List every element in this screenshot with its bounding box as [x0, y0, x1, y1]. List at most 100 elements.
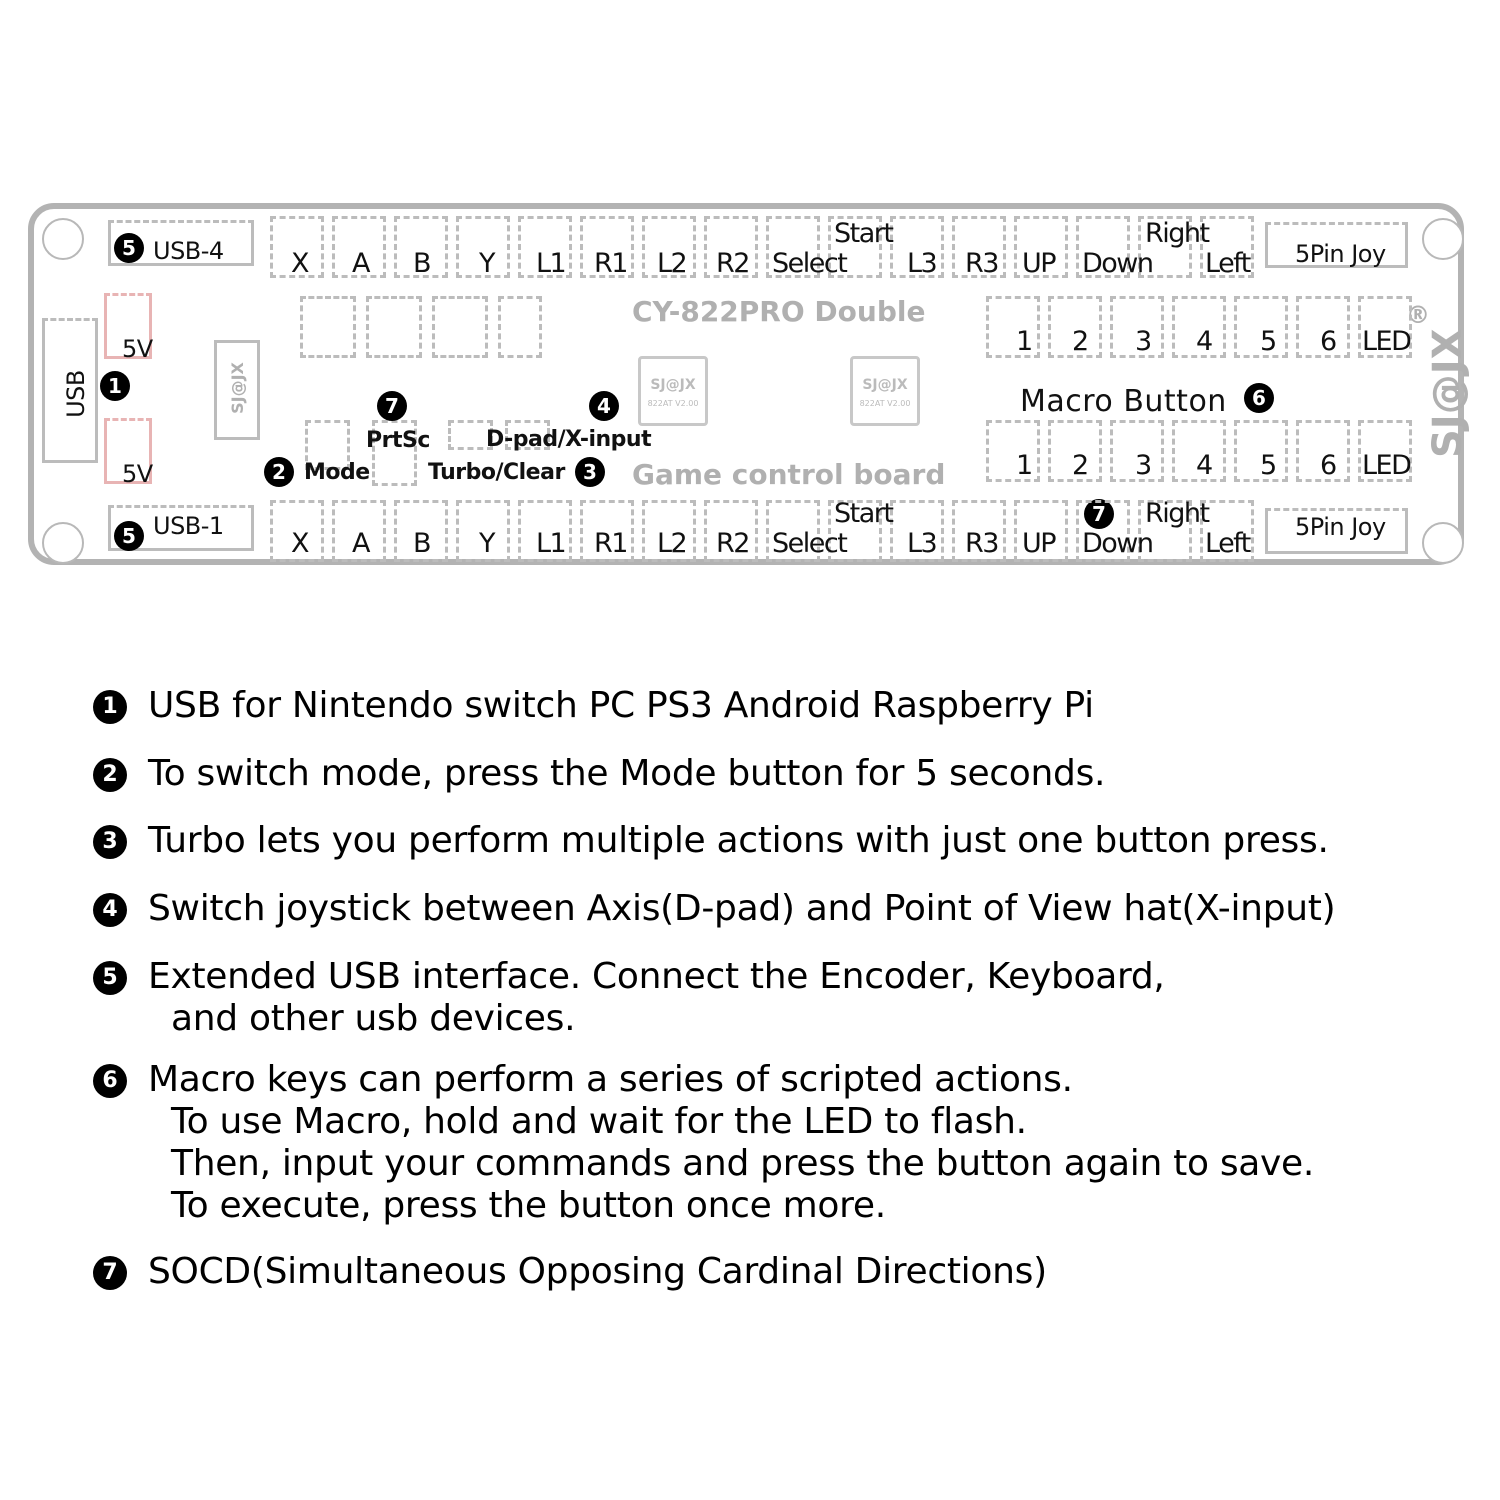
sjjx-logo-text: SJ@JX — [228, 362, 247, 414]
joy-label-top: 5Pin Joy — [1295, 240, 1386, 268]
button-label-bottom-r2: R2 — [716, 528, 750, 559]
legend-line: To switch mode, press the Mode button fo… — [148, 753, 1106, 794]
legend-number-6: 6 — [93, 1064, 127, 1098]
button-pad-top-y — [456, 216, 510, 278]
dpad-pad — [505, 420, 550, 450]
chip-right-brand: SJ@JX — [862, 377, 908, 393]
badge-7-bottom: 7 — [1084, 499, 1114, 529]
button-label-bottom-l2: L2 — [657, 528, 688, 559]
button-label-top-right: Right — [1145, 218, 1210, 249]
usb-main-label: USB — [62, 370, 90, 418]
aux-pad-1 — [300, 296, 356, 358]
usb-4-connector — [108, 220, 254, 266]
power-connector-bottom — [104, 418, 152, 484]
macro-pad-bottom-led — [1358, 420, 1412, 482]
joy-connector-top — [1265, 222, 1408, 268]
button-label-top-down: Down — [1082, 248, 1154, 279]
board-brand-vertical: SJ@JX — [1425, 328, 1471, 458]
button-label-bottom-l1: L1 — [536, 528, 567, 559]
legend-item-5: 5 Extended USB interface. Connect the En… — [93, 956, 1165, 1040]
legend-line: SOCD(Simultaneous Opposing Cardinal Dire… — [148, 1251, 1047, 1292]
mount-hole-bottom-right — [1422, 522, 1464, 564]
macro-title: Macro Button — [1020, 384, 1227, 419]
button-pad-top-r2 — [704, 216, 758, 278]
button-label-top-l3: L3 — [907, 248, 938, 279]
button-label-top-r3: R3 — [965, 248, 999, 279]
mount-hole-top-left — [42, 218, 84, 260]
button-pad-top-b — [394, 216, 448, 278]
legend-item-2: 2 To switch mode, press the Mode button … — [93, 753, 1105, 795]
button-label-top-l1: L1 — [536, 248, 567, 279]
pcb-board — [28, 203, 1464, 565]
macro-label-top-6: 6 — [1320, 326, 1337, 357]
joy-connector-bottom — [1265, 508, 1408, 554]
macro-pad-bottom-5 — [1234, 420, 1288, 482]
button-label-bottom-select: Select — [772, 528, 848, 559]
power-connector-top — [104, 293, 152, 359]
legend-number-1: 1 — [93, 690, 127, 724]
aux-pad-4 — [498, 296, 542, 358]
button-label-bottom-a: A — [352, 528, 370, 559]
button-pad-top-r1 — [580, 216, 634, 278]
badge-5-top: 5 — [114, 233, 144, 263]
chip-left: SJ@JX 822AT V2.00 — [638, 356, 708, 426]
button-label-bottom-start: Start — [834, 498, 894, 529]
board-model: CY-822PRO Double — [632, 295, 926, 328]
mode-label: Mode — [304, 460, 370, 485]
button-label-top-y: Y — [479, 248, 496, 279]
button-label-top-b: B — [413, 248, 432, 279]
button-label-bottom-l3: L3 — [907, 528, 938, 559]
macro-label-top-led: LED — [1362, 326, 1412, 357]
chip-left-brand: SJ@JX — [650, 377, 696, 393]
macro-label-bottom-1: 1 — [1016, 450, 1033, 481]
macro-label-top-1: 1 — [1016, 326, 1033, 357]
macro-label-top-3: 3 — [1135, 326, 1152, 357]
button-pad-top-right — [1138, 216, 1192, 278]
button-label-bottom-x: X — [291, 528, 310, 559]
macro-pad-bottom-6 — [1296, 420, 1350, 482]
turbo-label: Turbo/Clear — [428, 460, 565, 485]
chip-right-model: 822AT V2.00 — [859, 399, 911, 408]
turbo-pad — [448, 420, 493, 450]
button-label-bottom-right: Right — [1145, 498, 1210, 529]
button-pad-bottom-x — [270, 500, 324, 562]
power-label-top: 5V — [122, 335, 153, 363]
badge-5-bottom: 5 — [114, 521, 144, 551]
legend-line: Turbo lets you perform multiple actions … — [148, 820, 1329, 861]
button-label-bottom-r1: R1 — [594, 528, 628, 559]
legend-line: To execute, press the button once more. — [171, 1185, 886, 1226]
macro-pad-bottom-2 — [1048, 420, 1102, 482]
board-subtitle: Game control board — [632, 458, 946, 491]
button-label-top-start: Start — [834, 218, 894, 249]
macro-pad-top-5 — [1234, 296, 1288, 358]
power-label-bottom: 5V — [122, 460, 153, 488]
button-label-top-l2: L2 — [657, 248, 688, 279]
badge-7-top: 7 — [377, 391, 407, 421]
button-label-top-select: Select — [772, 248, 848, 279]
macro-label-top-4: 4 — [1196, 326, 1213, 357]
button-pad-bottom-start — [828, 500, 882, 562]
legend-number-5: 5 — [93, 961, 127, 995]
legend-line: USB for Nintendo switch PC PS3 Android R… — [148, 685, 1094, 726]
aux-pad-3 — [432, 296, 488, 358]
button-pad-bottom-r2 — [704, 500, 758, 562]
usb-1-connector — [108, 505, 254, 551]
badge-1: 1 — [100, 371, 130, 401]
legend-item-7: 7 SOCD(Simultaneous Opposing Cardinal Di… — [93, 1251, 1047, 1293]
prtsc-pad — [372, 420, 417, 486]
button-pad-top-select — [766, 216, 820, 278]
legend-number-2: 2 — [93, 758, 127, 792]
legend-line: Macro keys can perform a series of scrip… — [148, 1059, 1073, 1100]
macro-label-bottom-4: 4 — [1196, 450, 1213, 481]
macro-pad-bottom-1 — [986, 420, 1040, 482]
mount-hole-bottom-left — [42, 522, 84, 564]
badge-4: 4 — [589, 391, 619, 421]
macro-label-bottom-led: LED — [1362, 450, 1412, 481]
button-label-bottom-r3: R3 — [965, 528, 999, 559]
button-label-bottom-up: UP — [1022, 528, 1057, 559]
dpad-label: D-pad/X-input — [486, 427, 652, 452]
button-pad-bottom-l1 — [518, 500, 572, 562]
macro-pad-bottom-4 — [1172, 420, 1226, 482]
macro-pad-bottom-3 — [1110, 420, 1164, 482]
button-pad-bottom-r1 — [580, 500, 634, 562]
